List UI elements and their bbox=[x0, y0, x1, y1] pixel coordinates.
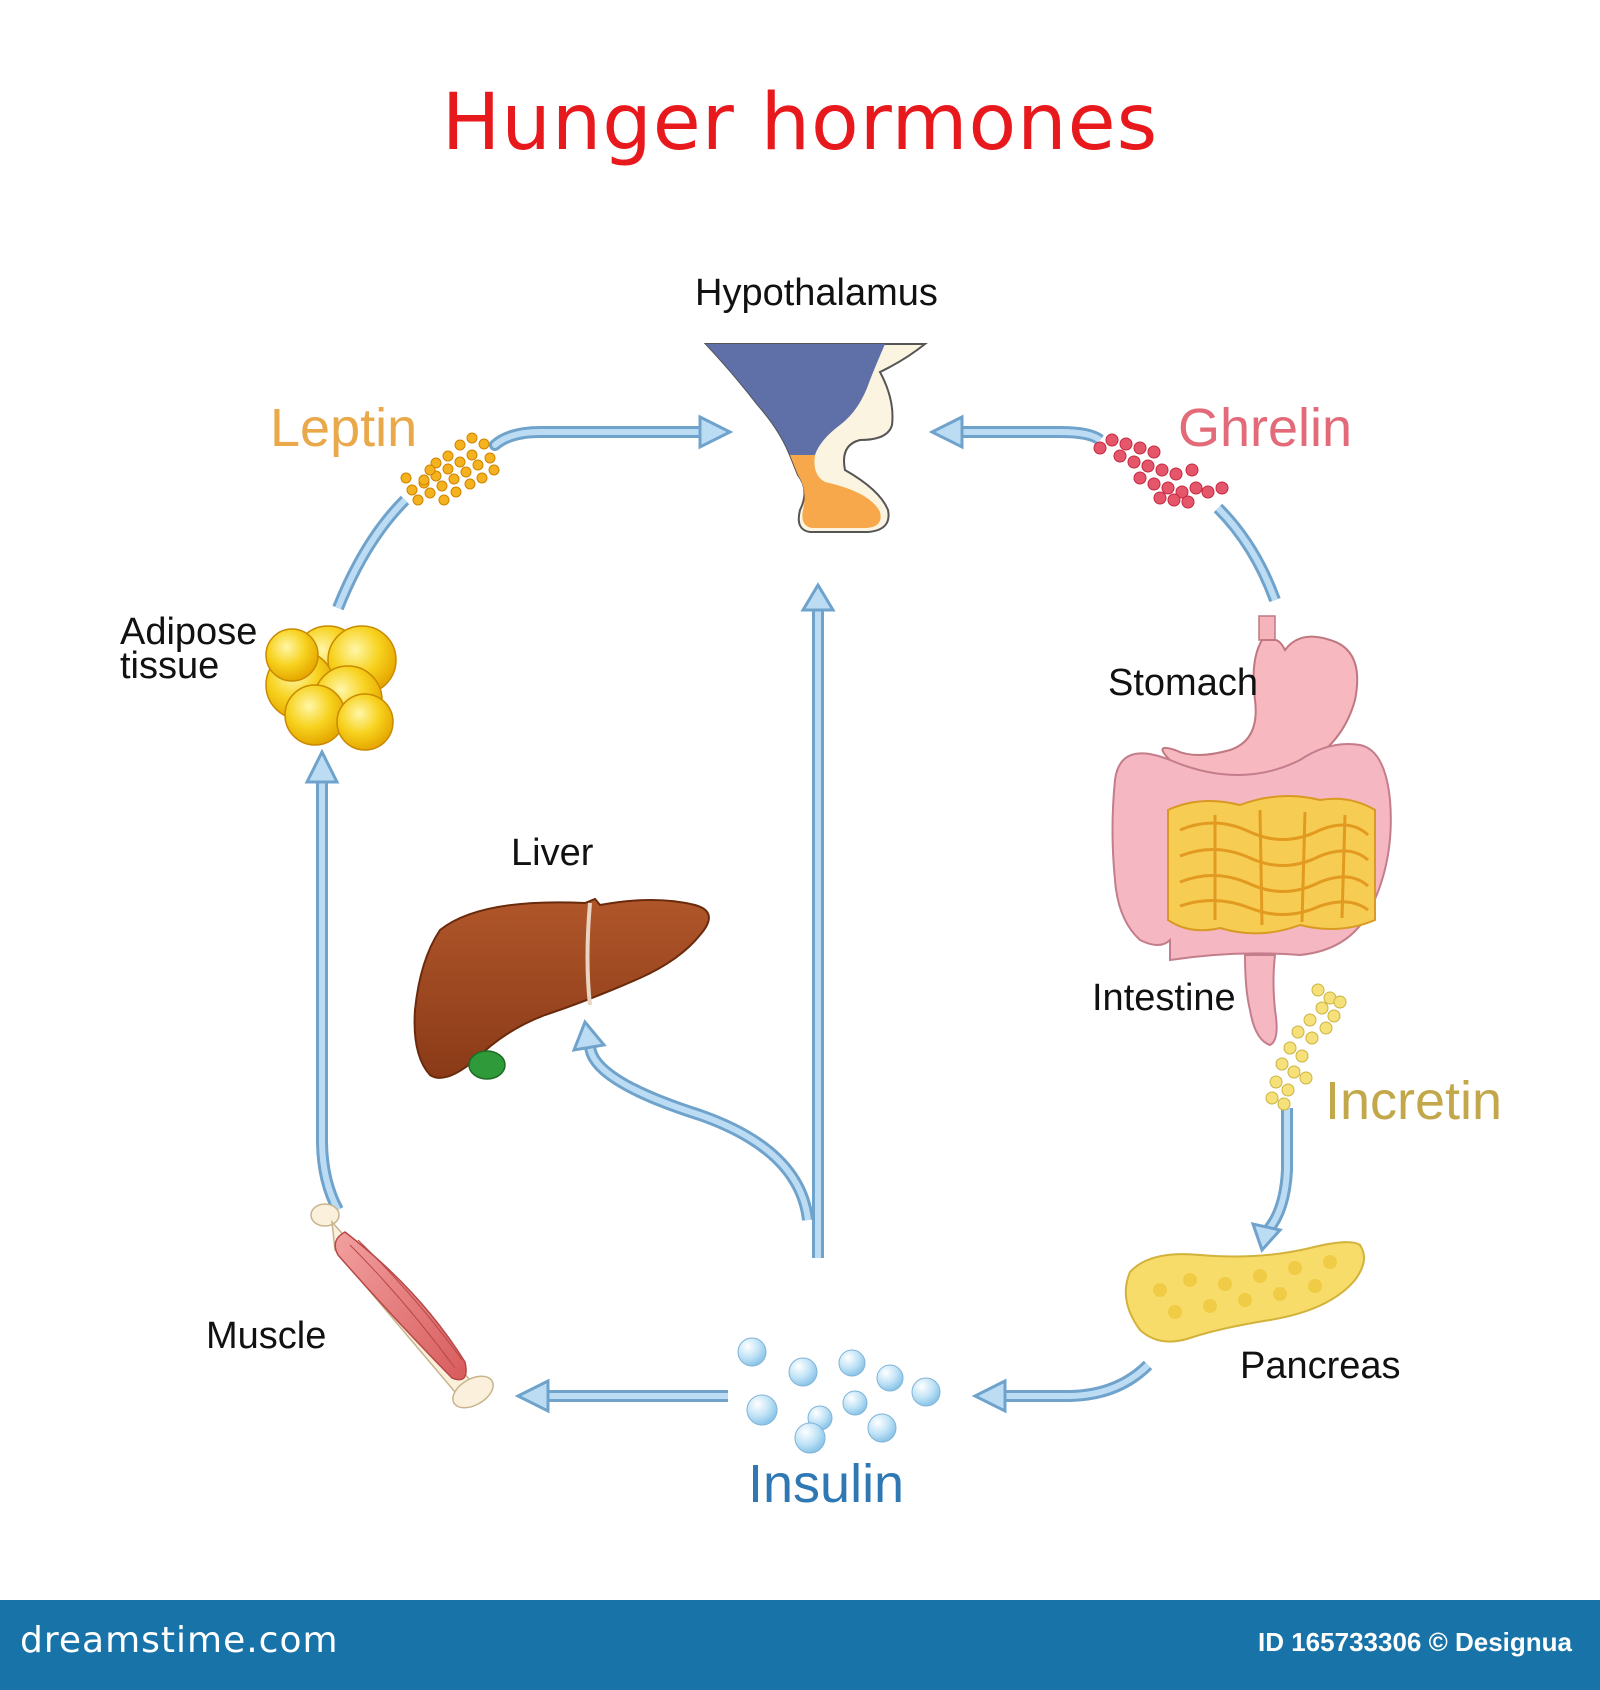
arrow-muscle-to-adipose bbox=[304, 748, 344, 1213]
insulin-label: Insulin bbox=[748, 1454, 905, 1514]
incretin-label: Incretin bbox=[1325, 1071, 1503, 1131]
footer-brand[interactable]: dreamstime.com bbox=[20, 1620, 339, 1661]
diagram-title: Hunger hormones bbox=[441, 78, 1159, 168]
arrow-insulin-to-muscle bbox=[514, 1378, 728, 1414]
arrow-ghrelin-to-hypothalamus bbox=[928, 414, 1104, 450]
footer-image-id: ID 165733306 © Designua bbox=[1258, 1627, 1572, 1657]
stomach-label: Stomach bbox=[1108, 662, 1258, 704]
adipose-label-line2: tissue bbox=[120, 645, 220, 687]
liver-label: Liver bbox=[511, 832, 594, 874]
adipose-tissue-illustration bbox=[265, 625, 397, 751]
liver-illustration bbox=[413, 897, 710, 1080]
ghrelin-particles bbox=[1093, 433, 1229, 509]
intestine-illustration bbox=[1111, 743, 1392, 1047]
muscle-illustration bbox=[310, 1203, 494, 1409]
leptin-label: Leptin bbox=[270, 398, 418, 458]
hunger-hormones-diagram bbox=[265, 343, 1392, 1454]
muscle-label: Muscle bbox=[206, 1315, 327, 1357]
hypothalamus-label: Hypothalamus bbox=[695, 272, 938, 314]
hypothalamus-illustration bbox=[703, 343, 928, 533]
arrow-insulin-to-hypothalamus bbox=[800, 582, 836, 1258]
pancreas-illustration bbox=[1124, 1241, 1365, 1343]
arrow-incretin-to-pancreas bbox=[1250, 1108, 1293, 1253]
incretin-particles bbox=[1265, 983, 1347, 1111]
intestine-label: Intestine bbox=[1092, 977, 1236, 1019]
arrow-insulin-to-liver bbox=[571, 1019, 814, 1221]
arrow-pancreas-to-insulin bbox=[971, 1360, 1153, 1414]
insulin-particles bbox=[737, 1337, 941, 1454]
leptin-particles bbox=[400, 432, 500, 506]
adipose-label-line1: Adipose bbox=[120, 611, 258, 653]
ghrelin-label: Ghrelin bbox=[1178, 398, 1353, 458]
arrow-stomach-to-ghrelin bbox=[1213, 503, 1281, 603]
arrow-leptin-to-hypothalamus bbox=[489, 414, 734, 451]
arrow-adipose-to-leptin bbox=[332, 495, 410, 611]
pancreas-label: Pancreas bbox=[1240, 1345, 1401, 1387]
footer-bar: dreamstime.com ID 165733306 © Designua bbox=[0, 1600, 1600, 1690]
